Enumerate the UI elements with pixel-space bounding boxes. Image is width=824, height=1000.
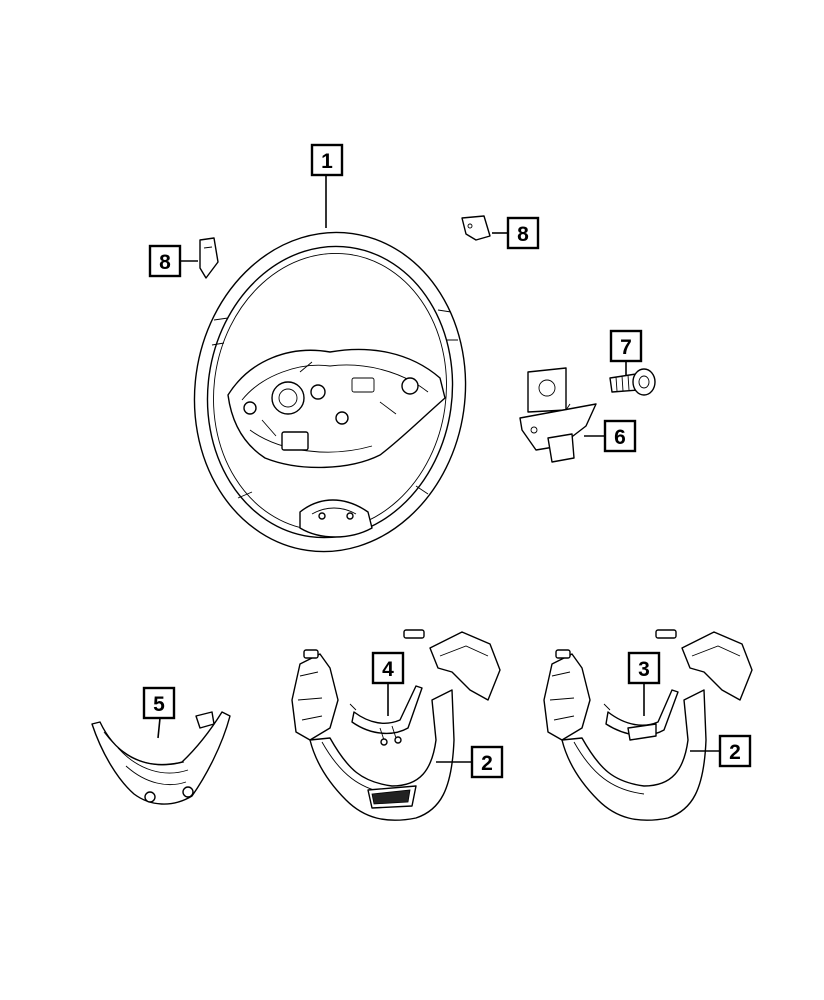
callout-label: 3 [638, 658, 650, 681]
callout-6: 6 [603, 419, 637, 453]
callout-label: 7 [620, 336, 632, 359]
trim-cap-right [461, 215, 491, 241]
leader-lines [157, 175, 720, 763]
trim-cap-left [199, 237, 219, 279]
wire-harness-left-assembly [349, 685, 423, 746]
callout-8-right: 8 [506, 216, 540, 250]
callout-1: 1 [310, 143, 344, 177]
callout-label: 6 [614, 426, 626, 449]
callout-5: 5 [142, 686, 176, 720]
callout-3: 3 [627, 651, 661, 685]
callout-label: 1 [321, 150, 333, 173]
callout-label: 5 [153, 693, 165, 716]
steering-wheel [193, 231, 467, 553]
wire-harness-right-assembly [603, 689, 679, 741]
callout-label: 8 [159, 251, 171, 274]
callout-label: 8 [517, 223, 529, 246]
lower-trim-bezel [91, 711, 231, 805]
leader-line-5 [157, 717, 161, 739]
callout-4: 4 [371, 651, 405, 685]
callout-7: 7 [609, 329, 643, 363]
bezel-left-assembly [291, 629, 501, 821]
callout-label: 4 [382, 658, 394, 681]
callout-2-left: 2 [470, 745, 504, 779]
callout-8-left: 8 [148, 244, 182, 278]
bezel-right-assembly [543, 629, 753, 821]
screw [609, 368, 656, 396]
callout-2-right: 2 [718, 734, 752, 768]
callout-label: 2 [481, 752, 493, 775]
callout-label: 2 [729, 741, 741, 764]
bracket [519, 367, 597, 463]
